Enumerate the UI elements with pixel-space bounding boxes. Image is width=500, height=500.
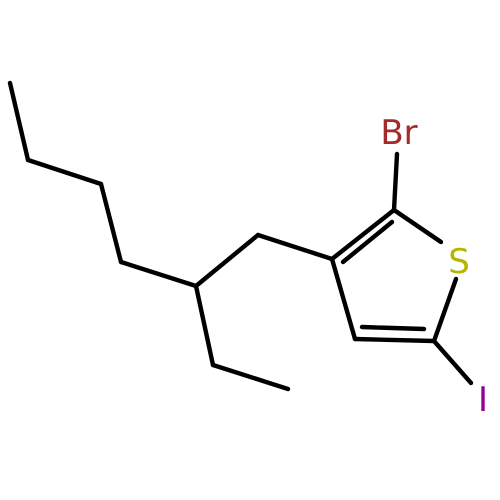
bond-c5-i xyxy=(431,338,474,386)
bond-c2-br xyxy=(391,151,400,213)
sulfur-label: S xyxy=(448,242,470,282)
bond-ring-c5-c4-double xyxy=(359,324,427,332)
bond-chain-1 xyxy=(7,80,31,163)
bond-ring-c2-s xyxy=(391,207,444,245)
bond-chain-5 xyxy=(193,232,261,289)
bond-ring-c5-c4 xyxy=(352,336,437,344)
bond-chain-4 xyxy=(118,259,199,289)
bond-ring-c3-c2-double xyxy=(340,219,395,265)
bond-chain-3 xyxy=(98,181,124,265)
bond-chain-2 xyxy=(25,157,104,187)
bond-chain-to-ring xyxy=(255,232,335,262)
iodine-label: I xyxy=(478,380,488,420)
bond-ring-c3-c2 xyxy=(329,207,397,262)
bromine-label: Br xyxy=(380,113,417,153)
bond-branch-ethyl-1 xyxy=(193,283,216,368)
bond-branch-ethyl-2 xyxy=(210,362,291,392)
bond-ring-c4-c3 xyxy=(329,256,358,342)
bond-ring-s-c5 xyxy=(431,276,459,344)
